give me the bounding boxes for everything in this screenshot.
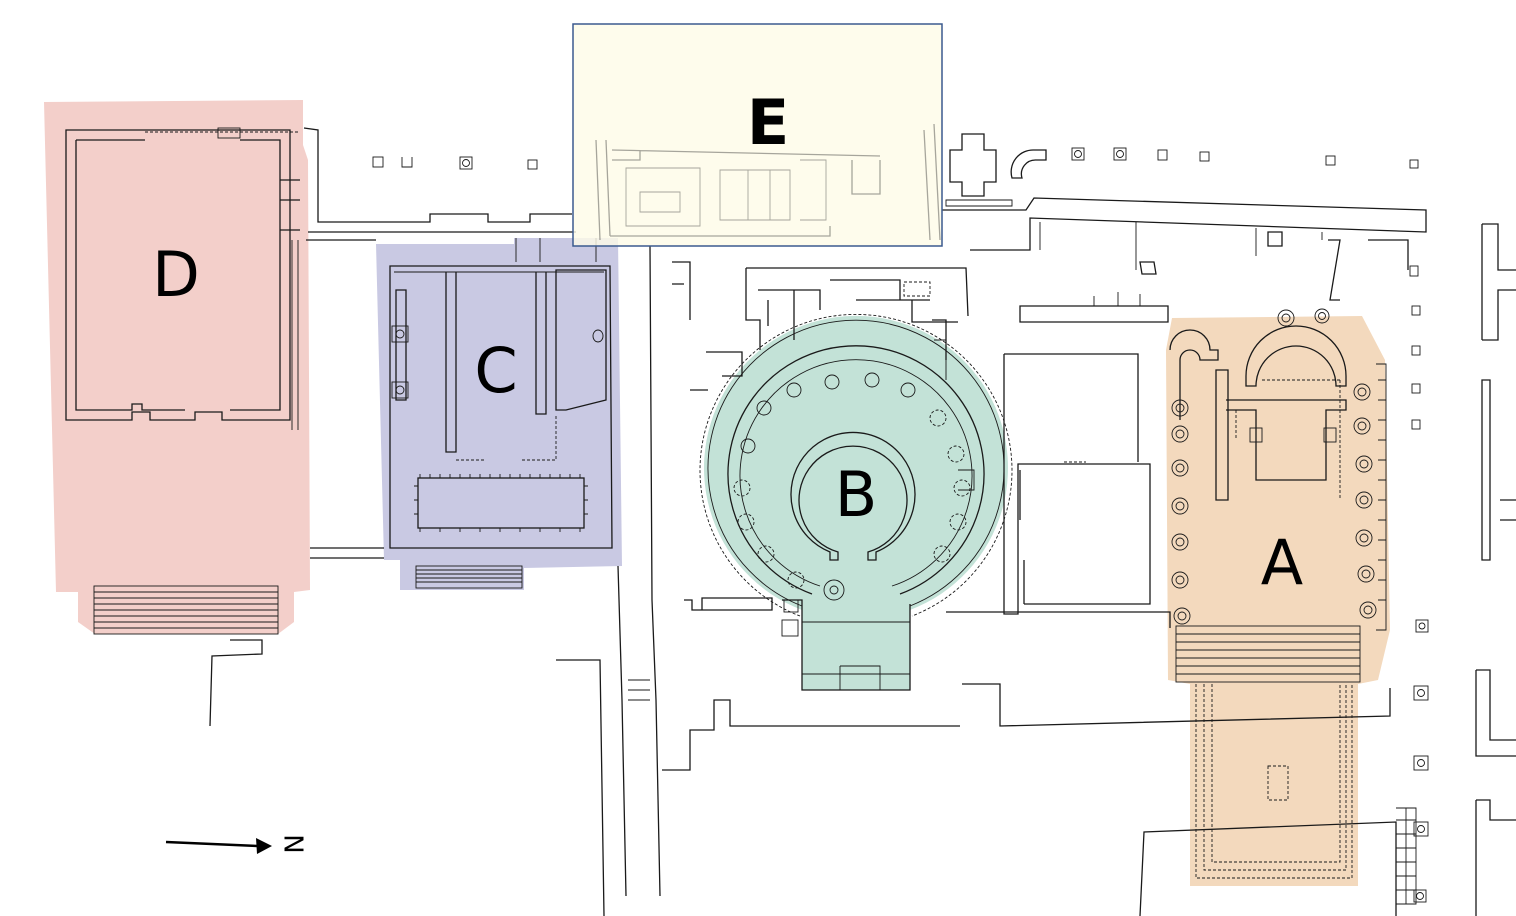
north-arrow-head (256, 838, 272, 854)
zone-d[interactable] (44, 100, 310, 634)
zone-d-walls (65, 127, 300, 727)
zone-a-columns (1171, 308, 1377, 625)
portico-walls (303, 127, 1516, 916)
north-arrow-label: N (278, 834, 308, 853)
mid-rooms (946, 292, 1171, 628)
zone-e-label: E (747, 86, 789, 159)
zone-d-label: D (152, 238, 200, 311)
zone-c-label: C (474, 334, 517, 407)
zone-e-walls (595, 123, 941, 241)
zone-c-walls (389, 238, 613, 589)
north-arrow: N (165, 834, 308, 854)
zone-c-area (376, 238, 622, 590)
zone-b-north-rooms (690, 267, 969, 391)
zone-a-walls (1169, 308, 1387, 879)
zone-a[interactable] (1166, 316, 1390, 886)
north-arrow-line (165, 840, 259, 848)
zone-b-label: B (835, 458, 878, 531)
zone-a-stairs (1175, 625, 1361, 683)
zone-e-area (572, 23, 943, 247)
street-walls (556, 245, 1429, 916)
zone-d-area (44, 100, 310, 634)
zone-b[interactable] (703, 315, 1008, 690)
zone-a-label: A (1261, 526, 1303, 599)
zone-c-stairs (415, 565, 523, 589)
zone-d-stairs (93, 585, 279, 635)
zone-b-area (703, 315, 1008, 690)
zone-a-area (1166, 316, 1390, 886)
zone-c[interactable] (376, 238, 622, 590)
zone-e[interactable] (572, 23, 943, 247)
